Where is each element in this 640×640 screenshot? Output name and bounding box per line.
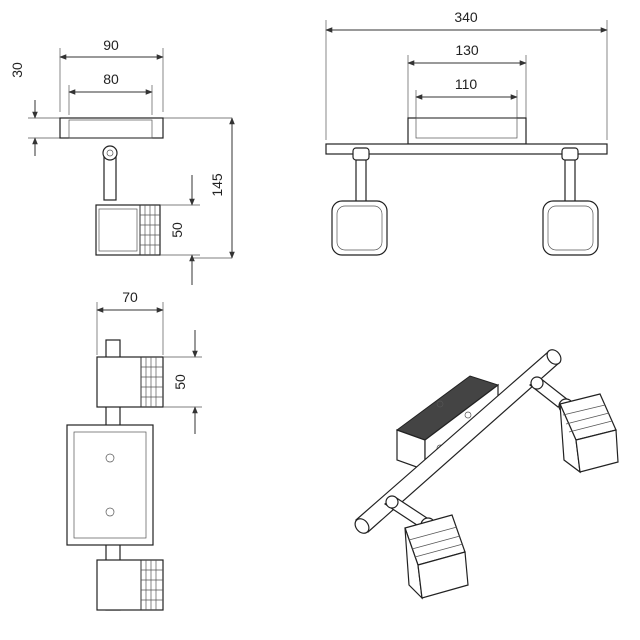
front-ceiling-plate xyxy=(407,117,527,145)
top-lower-head xyxy=(96,559,164,611)
top-screw-hole-upper xyxy=(105,453,115,463)
front-left-joint xyxy=(352,147,370,161)
iso-right-head-front xyxy=(575,429,619,473)
front-130-label: 130 xyxy=(455,42,479,58)
side-view: 90 80 30 145 xyxy=(9,37,235,285)
front-340-label: 340 xyxy=(454,9,478,25)
side-145-label: 145 xyxy=(209,173,225,197)
front-bar xyxy=(325,143,608,155)
side-base-plate xyxy=(59,117,164,139)
front-left-stem xyxy=(355,153,367,203)
side-50-label: 50 xyxy=(169,222,185,238)
front-right-head xyxy=(542,200,599,256)
front-right-stem xyxy=(564,153,576,203)
isometric-view xyxy=(354,349,619,600)
front-view: 340 130 110 xyxy=(325,9,608,256)
top-screw-hole-lower xyxy=(105,507,115,517)
front-110-label: 110 xyxy=(455,76,478,92)
iso-bar-end-right xyxy=(546,349,562,365)
iso-bar-end-left xyxy=(354,518,370,534)
top-upper-head xyxy=(96,356,164,408)
iso-left-head-front xyxy=(417,551,469,599)
side-30-label: 30 xyxy=(9,62,25,78)
side-lamp-head xyxy=(95,204,161,256)
side-80-label: 80 xyxy=(103,71,119,87)
side-pivot-center xyxy=(106,149,114,157)
top-ceiling-plate xyxy=(66,424,154,546)
top-70-label: 70 xyxy=(122,289,138,305)
front-left-head xyxy=(331,200,388,256)
front-plate-inner xyxy=(415,117,518,139)
side-pivot xyxy=(102,145,118,161)
side-90-label: 90 xyxy=(103,37,119,53)
front-right-joint xyxy=(561,147,579,161)
side-base-inner xyxy=(68,119,153,139)
top-view: 70 50 xyxy=(66,289,202,611)
top-50-label: 50 xyxy=(172,374,188,390)
side-head-face xyxy=(98,208,138,252)
